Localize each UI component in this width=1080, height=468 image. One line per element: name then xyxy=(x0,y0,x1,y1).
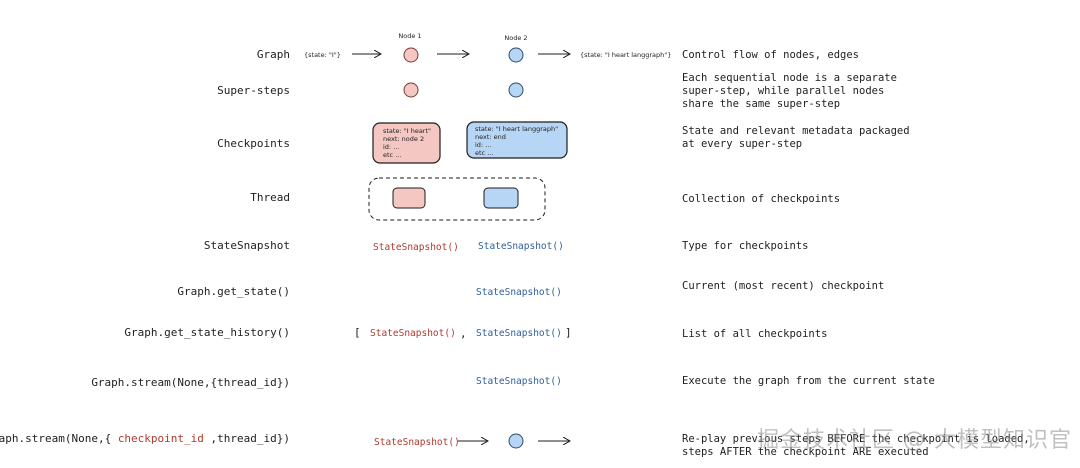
super-step-2 xyxy=(508,82,524,98)
row-label-thread: Thread xyxy=(250,191,290,204)
stream-checkpoint-node xyxy=(508,433,524,449)
desc-get-state: Current (most recent) checkpoint xyxy=(682,280,884,292)
statesnapshot-red: StateSnapshot() xyxy=(373,242,459,253)
stream-checkpoint-snapshot: StateSnapshot() xyxy=(374,437,460,448)
thread-checkpoint-1 xyxy=(392,187,426,209)
stream-thread-snapshot: StateSnapshot() xyxy=(476,376,562,387)
history-snapshot-blue: StateSnapshot() xyxy=(476,328,562,339)
row-label-get-state: Graph.get_state() xyxy=(177,285,290,298)
checkpoint-1-line-3: id: ... xyxy=(383,143,399,151)
checkpoint-id-highlight: checkpoint_id xyxy=(118,432,204,445)
history-snapshot-red: StateSnapshot() xyxy=(370,328,456,339)
thread-checkpoint-2 xyxy=(483,187,519,209)
desc-super-steps-2: super-step, while parallel nodes xyxy=(682,85,884,97)
desc-get-state-history: List of all checkpoints xyxy=(682,328,827,340)
desc-checkpoints-1: State and relevant metadata packaged xyxy=(682,125,910,137)
checkpoint-2-line-3: id: ... xyxy=(475,141,491,149)
checkpoint-2-line-1: state: "I heart langgraph" xyxy=(475,125,558,133)
node2-label: Node 2 xyxy=(504,34,527,42)
row-label-super-steps: Super-steps xyxy=(217,84,290,97)
output-state: {state: "I heart langgraph"} xyxy=(580,51,671,59)
desc-stream-checkpoint-2: steps AFTER the checkpoint ARE executed xyxy=(682,446,929,458)
checkpoint-2-line-4: etc ... xyxy=(475,149,493,157)
checkpoint-2-box xyxy=(466,121,568,159)
desc-graph: Control flow of nodes, edges xyxy=(682,49,859,61)
node1-label: Node 1 xyxy=(398,32,421,40)
thread-container xyxy=(368,177,546,221)
row-label-get-state-history: Graph.get_state_history() xyxy=(124,326,290,339)
checkpoint-1-box xyxy=(372,122,441,164)
desc-super-steps-3: share the same super-step xyxy=(682,98,840,110)
row-label-stream-thread: Graph.stream(None,{thread_id}) xyxy=(91,376,290,389)
history-open-bracket: [ xyxy=(354,326,361,339)
desc-checkpoints-2: at every super-step xyxy=(682,138,802,150)
desc-thread: Collection of checkpoints xyxy=(682,193,840,205)
desc-super-steps-1: Each sequential node is a separate xyxy=(682,72,897,84)
row-label-stream-checkpoint: Graph.stream(None,{ checkpoint_id ,threa… xyxy=(0,432,290,445)
history-close-bracket: ] xyxy=(565,326,572,339)
graph-node-1 xyxy=(403,47,419,63)
checkpoint-1-line-4: etc ... xyxy=(383,151,401,159)
row-label-statesnapshot: StateSnapshot xyxy=(204,239,290,252)
statesnapshot-blue: StateSnapshot() xyxy=(478,241,564,252)
desc-statesnapshot: Type for checkpoints xyxy=(682,240,808,252)
checkpoint-1-line-2: next: node 2 xyxy=(383,135,424,143)
desc-stream-thread: Execute the graph from the current state xyxy=(682,375,935,387)
row-label-checkpoints: Checkpoints xyxy=(217,137,290,150)
history-comma: , xyxy=(460,327,467,340)
checkpoint-2-line-2: next: end xyxy=(475,133,506,141)
get-state-snapshot: StateSnapshot() xyxy=(476,287,562,298)
graph-node-2 xyxy=(508,47,524,63)
super-step-1 xyxy=(403,82,419,98)
desc-stream-checkpoint-1: Re-play previous steps BEFORE the checkp… xyxy=(682,433,1030,445)
input-state: {state: "I"} xyxy=(304,51,341,59)
checkpoint-1-line-1: state: "I heart" xyxy=(383,127,431,135)
row-label-graph: Graph xyxy=(257,48,290,61)
watermark: 掘金技术社区 @ 大模型知识官 xyxy=(757,428,1072,453)
